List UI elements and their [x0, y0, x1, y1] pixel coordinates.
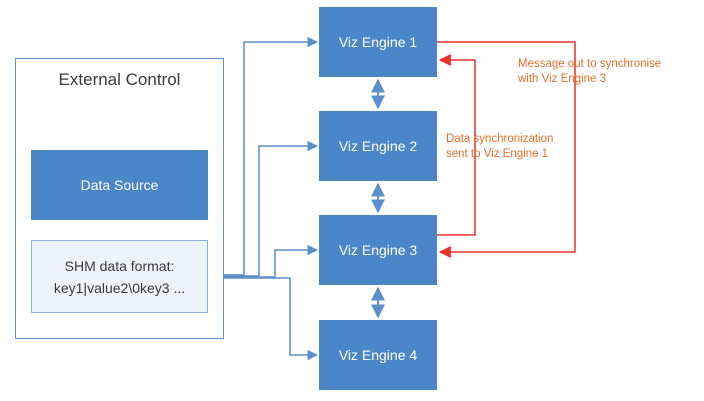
- shm-data-format-box: SHM data format: key1|value2\0key3 ...: [31, 240, 208, 313]
- shm-to-engine1-arrow: [208, 36, 319, 276]
- data-sync-note: Data synchronization sent to Viz Engine …: [446, 132, 553, 162]
- viz-engine-4-label: Viz Engine 4: [338, 347, 418, 363]
- viz-engine-3-label: Viz Engine 3: [338, 242, 418, 258]
- viz-engine-2-box: Viz Engine 2: [319, 111, 437, 181]
- shm-to-engine2-arrow: [208, 140, 319, 277]
- shm-to-engine3-arrow: [208, 244, 319, 278]
- message-out-note: Message out to synchronise with Viz Engi…: [518, 57, 661, 87]
- viz-engine-2-label: Viz Engine 2: [338, 138, 418, 154]
- shm-line-2: key1|value2\0key3 ...: [53, 279, 186, 296]
- shm-line-1: SHM data format:: [64, 257, 175, 274]
- viz-engine-1-box: Viz Engine 1: [319, 7, 437, 77]
- message-out-sync-arrow: [437, 41, 576, 258]
- viz-engine-3-box: Viz Engine 3: [319, 215, 437, 285]
- data-source-label: Data Source: [80, 177, 159, 193]
- external-control-title: External Control: [58, 70, 181, 89]
- viz-engine-4-box: Viz Engine 4: [319, 320, 437, 390]
- data-sync-note-line-1: Data synchronization: [446, 133, 554, 145]
- data-sync-note-line-2: sent to Viz Engine 1: [446, 148, 549, 160]
- data-sync-arrow: [437, 54, 476, 236]
- shm-to-engine4-arrow: [208, 277, 319, 361]
- data-source-box: Data Source: [31, 150, 208, 220]
- message-out-note-line-2: with Viz Engine 3: [518, 73, 607, 85]
- viz-engine-1-label: Viz Engine 1: [338, 34, 418, 50]
- message-out-note-line-1: Message out to synchronise: [518, 58, 662, 70]
